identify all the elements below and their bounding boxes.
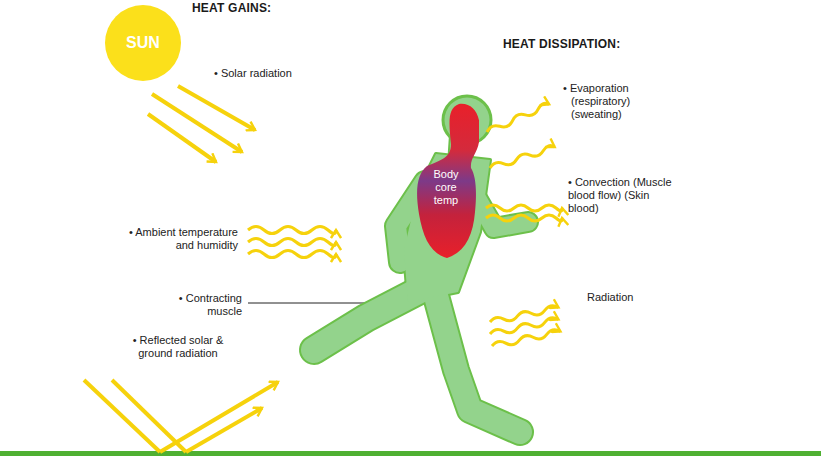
sun-circle: SUN xyxy=(105,5,181,81)
core-region: Body core temp xyxy=(413,100,479,260)
section-heading: HEAT DISSIPATION: xyxy=(503,37,620,51)
section-heading: HEAT GAINS: xyxy=(192,1,271,15)
node-text: Body core temp xyxy=(423,168,469,208)
callout-text: • Solar radiation xyxy=(214,67,292,80)
runner-outline xyxy=(314,96,528,432)
callout-text: • Reflected solar & ground radiation xyxy=(130,334,226,360)
callout-text: • Evaporation (respiratory) (sweating) xyxy=(563,82,649,122)
sun-label: SUN xyxy=(126,34,160,52)
dissipation-waves xyxy=(486,102,562,349)
runner-body xyxy=(314,98,528,433)
ground-line xyxy=(0,451,821,456)
callout-text: • Convection (Muscle blood flow) (Skin b… xyxy=(568,176,672,216)
solar-rays xyxy=(148,86,255,162)
callout-text: • Ambient temperature and humidity xyxy=(110,226,238,252)
callout-text: • Contracting muscle xyxy=(160,292,242,318)
ambient-waves xyxy=(248,227,336,258)
callout-text: Radiation xyxy=(587,291,633,304)
reflected-rays xyxy=(84,380,278,452)
